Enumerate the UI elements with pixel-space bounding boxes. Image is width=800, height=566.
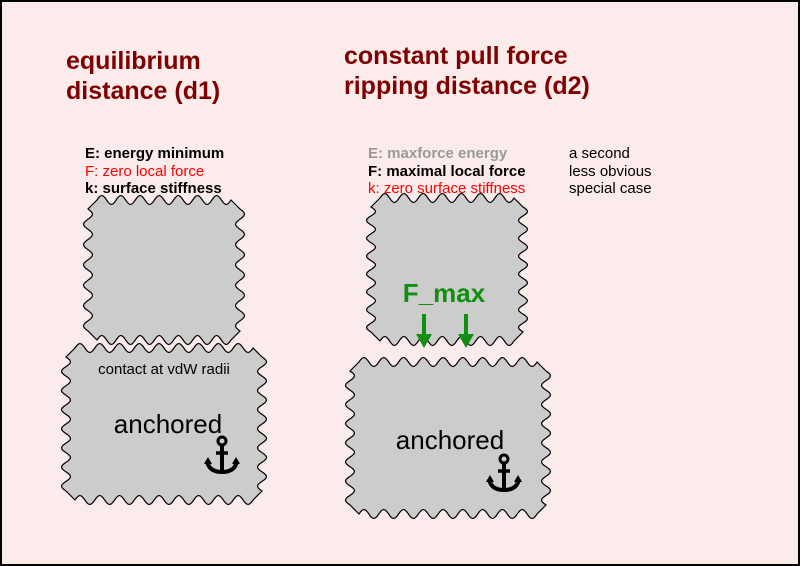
right-legend-note-energy: a second: [569, 145, 630, 162]
right-legend-note-stiffness: special case: [569, 180, 652, 197]
right-legend-energy: E: maxforce energy: [368, 145, 508, 162]
contact-label: contact at vdW radii: [98, 361, 230, 378]
left-legend-stiffness: k: surface stiffness: [85, 180, 222, 197]
left-top-block: [82, 194, 246, 346]
left-heading-line1: equilibrium: [66, 47, 201, 75]
left-legend-force: F: zero local force: [85, 163, 204, 180]
right-bottom-block: [344, 356, 552, 520]
right-legend-note-force: less obvious: [569, 163, 652, 180]
right-anchored-label: anchored: [396, 425, 504, 455]
force-label: F_max: [403, 278, 486, 308]
right-heading-line2: ripping distance (d2): [344, 72, 590, 100]
left-heading-line2: distance (d1): [66, 77, 220, 105]
right-top-block: [365, 192, 529, 347]
left-anchored-label: anchored: [114, 409, 222, 439]
right-legend-stiffness: k: zero surface stiffness: [368, 180, 525, 197]
right-heading-line1: constant pull force: [344, 42, 568, 70]
left-legend-energy: E: energy minimum: [85, 145, 224, 162]
right-legend-force: F: maximal local force: [368, 163, 526, 180]
left-bottom-block: [60, 342, 268, 506]
